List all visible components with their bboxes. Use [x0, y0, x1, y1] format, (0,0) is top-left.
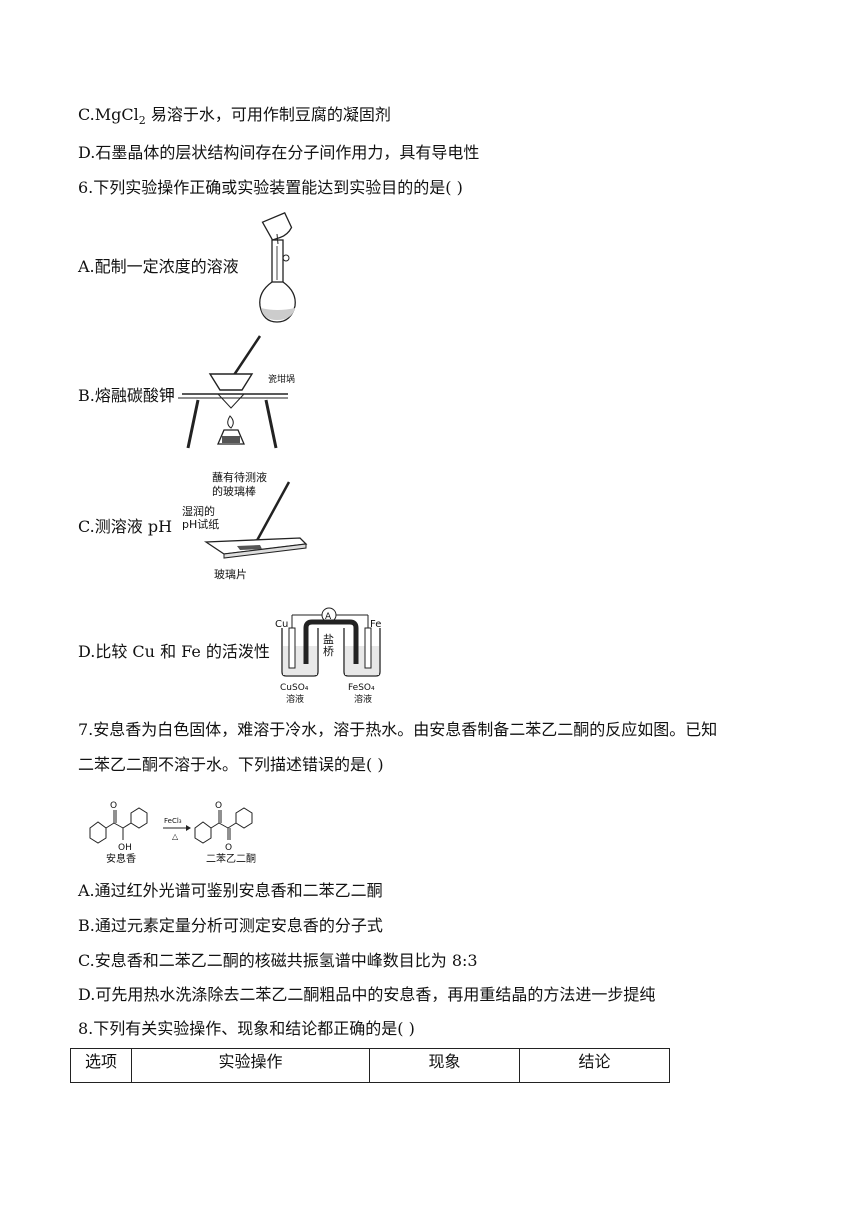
salt-bridge-label-1: 盐 [323, 633, 334, 646]
header-phenomenon: 现象 [369, 1048, 520, 1083]
formula: MgCl [94, 105, 139, 124]
cu-label: Cu [275, 619, 288, 630]
ph-test-figure: 蘸有待测液 的玻璃棒 湿润的 pH试纸 玻璃片 [182, 470, 308, 581]
header-conclusion: 结论 [519, 1048, 670, 1083]
carbonyl-o-2: O [215, 801, 222, 811]
carbonyl-o-3: O [225, 843, 232, 853]
q7-option-a: A.通过红外光谱可鉴别安息香和二苯乙二酮 [78, 881, 383, 900]
right-solution-label-2: 溶液 [354, 693, 372, 705]
volumetric-flask-figure [259, 212, 296, 323]
ammeter-label: A [325, 612, 332, 622]
q7-stem-line2: 二苯乙二酮不溶于水。下列描述错误的是( ) [78, 755, 384, 774]
table-header-row: 选项 实验操作 现象 结论 [70, 1048, 670, 1083]
q7-option-b: B.通过元素定量分析可测定安息香的分子式 [78, 916, 383, 935]
reagent-label: FeCl₃ [164, 817, 182, 825]
q5-option-c: C.MgCl2 易溶于水，可用作制豆腐的凝固剂 [78, 105, 391, 128]
paper-label-1: 湿润的 [182, 504, 215, 518]
crucible-heating-figure: 瓷坩埚 [178, 335, 295, 449]
q6-option-d: D.比较 Cu 和 Fe 的活泼性 [78, 642, 270, 661]
crucible-label: 瓷坩埚 [268, 373, 295, 385]
rod-label-1: 蘸有待测液 [212, 470, 267, 484]
salt-bridge-label-2: 桥 [323, 645, 334, 658]
reaction-scheme-figure: O OH 安息香 FeCl₃ △ O O 二苯乙二酮 [89, 801, 256, 865]
benzoin-name: 安息香 [106, 852, 136, 865]
q8-stem: 8.下列有关实验操作、现象和结论都正确的是( ) [78, 1019, 415, 1038]
q6-option-b: B.熔融碳酸钾 [78, 386, 175, 405]
carbonyl-o: O [110, 801, 117, 811]
left-solution-label-2: 溶液 [286, 693, 304, 705]
q5-option-d: D.石墨晶体的层状结构间存在分子间作用力，具有导电性 [78, 143, 480, 162]
galvanic-cell-figure: A Cu Fe 盐 桥 CuSO₄ 溶液 FeSO₄ 溶液 [275, 607, 381, 705]
left-solution-label: CuSO₄ [280, 683, 309, 693]
heat-label: △ [172, 832, 179, 841]
q8-options-table: 选项 实验操作 现象 结论 [70, 1048, 670, 1083]
glass-label: 玻璃片 [214, 567, 247, 581]
formula-subscript: 2 [138, 114, 146, 128]
hydroxyl: OH [118, 843, 132, 853]
rod-label-2: 的玻璃棒 [212, 484, 256, 498]
header-operation: 实验操作 [131, 1048, 370, 1083]
paper-label-2: pH试纸 [182, 518, 219, 531]
right-solution-label: FeSO₄ [348, 683, 375, 693]
q7-option-c: C.安息香和二苯乙二酮的核磁共振氢谱中峰数目比为 8:3 [78, 951, 478, 970]
q6-stem: 6.下列实验操作正确或实验装置能达到实验目的的是( ) [78, 178, 463, 197]
header-option: 选项 [70, 1048, 132, 1083]
q7-option-d: D.可先用热水洗涤除去二苯乙二酮粗品中的安息香，再用重结晶的方法进一步提纯 [78, 985, 656, 1004]
q6-option-a: A.配制一定浓度的溶液 [78, 257, 239, 276]
fe-label: Fe [370, 619, 381, 630]
q7-stem-line1: 7.安息香为白色固体，难溶于冷水，溶于热水。由安息香制备二苯乙二酮的反应如图。已… [78, 720, 718, 739]
benzil-name: 二苯乙二酮 [206, 852, 256, 865]
q6-option-c: C.测溶液 pH [78, 517, 173, 536]
